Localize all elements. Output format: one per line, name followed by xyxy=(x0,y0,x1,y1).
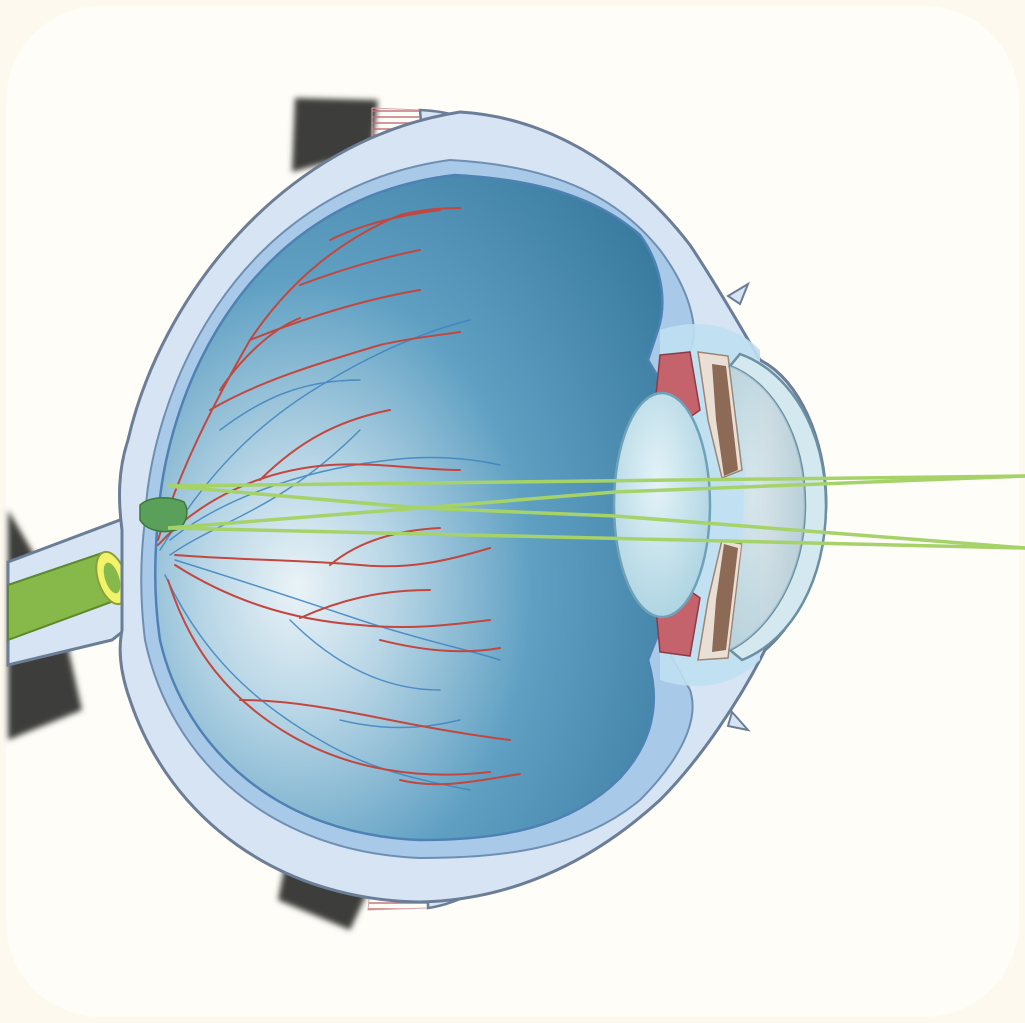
lens xyxy=(614,393,710,617)
